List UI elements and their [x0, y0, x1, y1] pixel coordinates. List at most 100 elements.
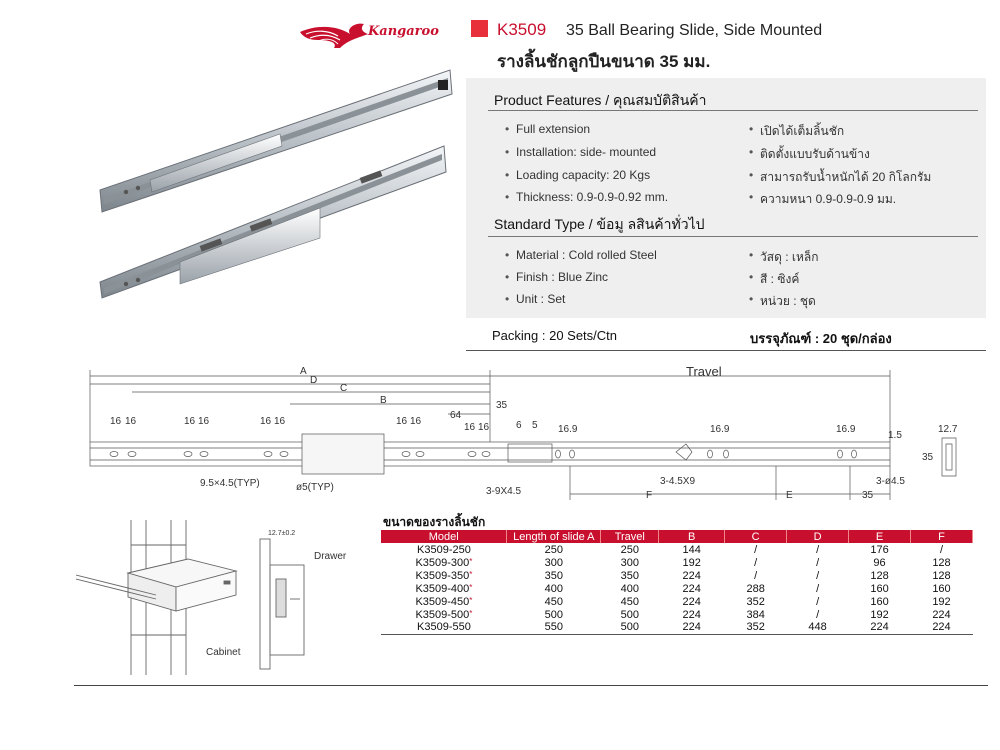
- cell-f: /: [939, 543, 944, 556]
- cell-length: 300: [544, 556, 564, 569]
- model-code: K3509: [497, 20, 547, 39]
- cell-c: /: [754, 543, 758, 556]
- technical-drawing: Travel A D C B 35 64 16 16 16 16 16 16 1…: [89, 364, 958, 501]
- model-title-thai: รางลิ้นชักลูกปืนขนาด 35 มม.: [497, 52, 711, 71]
- cell-d: /: [816, 556, 820, 569]
- dim-64: 64: [450, 410, 462, 421]
- dim-16: 16: [410, 416, 422, 427]
- table-row: K3509-350* 350 350 224 / / 128 128: [381, 569, 973, 582]
- col-header: D: [786, 530, 850, 543]
- cell-b: 192: [682, 556, 701, 569]
- dim-c: C: [340, 383, 347, 394]
- cell-b: 224: [658, 621, 725, 635]
- col-header: Model: [381, 530, 508, 543]
- dim-a: A: [300, 366, 307, 377]
- cell-travel: 450: [620, 595, 639, 608]
- model-title: 35 Ball Bearing Slide, Side Mounted: [566, 22, 823, 39]
- cell-f: 160: [932, 582, 951, 595]
- upper-slide: [99, 69, 453, 213]
- size-table: Model Length of slide A Travel B C D E F…: [381, 530, 973, 635]
- cell-travel: 500: [600, 621, 659, 635]
- cell-f: 192: [932, 595, 951, 608]
- cell-length: 500: [544, 608, 564, 621]
- standard-item: Finish : Blue Zinc: [505, 270, 608, 284]
- cell-d: /: [816, 582, 820, 595]
- dim-slot-4: 3-ø4.5: [876, 476, 905, 487]
- gap-label: 12.7±0.2: [268, 530, 295, 537]
- cell-travel: 500: [620, 608, 639, 621]
- cell-model: K3509-250: [417, 543, 471, 556]
- cell-length: 350: [544, 569, 564, 582]
- cell-e: 96: [873, 556, 886, 569]
- feature-item-thai: สามารถรับน้ำหนักได้ 20 กิโลกรัม: [749, 168, 931, 187]
- table-row: K3509-250 250 250 144 / / 176 /: [381, 543, 973, 556]
- cell-e: 160: [870, 595, 889, 608]
- table-header-row: Model Length of slide A Travel B C D E F: [381, 530, 973, 543]
- feature-item-thai: ติดตั้งแบบรับด้านข้าง: [749, 145, 870, 164]
- cell-b: 224: [682, 569, 701, 582]
- cell-c: 352: [724, 621, 787, 635]
- cell-b: 224: [682, 608, 701, 621]
- dim-16: 16: [464, 422, 476, 433]
- divider: [466, 350, 986, 351]
- dim-35-bottom: 35: [862, 490, 874, 501]
- cell-e: 192: [870, 608, 889, 621]
- packing-info: Packing : 20 Sets/Ctn: [492, 328, 618, 343]
- feature-item: Full extension: [505, 122, 590, 136]
- dim-slot: 9.5×4.5(TYP): [200, 478, 260, 489]
- standard-item-thai: หน่วย : ชุด: [749, 292, 816, 311]
- dim-12-7: 12.7: [938, 424, 958, 435]
- dim-16-9: 16.9: [558, 424, 578, 435]
- dim-slot-2: 3-9X4.5: [486, 486, 521, 497]
- table-row: K3509-450* 450 450 224 352 / 160 192: [381, 595, 973, 608]
- feature-panel: Product Features / คุณสมบัติสินค้า Full …: [466, 78, 986, 318]
- size-table-title: ขนาดของรางลิ้นชัก: [383, 515, 486, 529]
- standard-item-thai: สี : ซิงค์: [749, 270, 799, 289]
- dim-f: F: [646, 490, 652, 501]
- table-row: K3509-500* 500 500 224 384 / 192 224: [381, 608, 973, 621]
- cell-e: 160: [870, 582, 889, 595]
- slide-product-image: [99, 69, 453, 299]
- divider: [74, 685, 988, 686]
- feature-item-thai: ความหนา 0.9-0.9-0.9 มม.: [749, 190, 896, 209]
- cell-travel: 300: [620, 556, 639, 569]
- dim-1-5: 1.5: [888, 430, 902, 441]
- kangaroo-logo-icon: [300, 23, 368, 48]
- cell-length: 400: [544, 582, 564, 595]
- model-marker-icon: [471, 20, 488, 37]
- cell-length: 550: [506, 621, 601, 635]
- cell-model: K3509-450*: [415, 595, 473, 608]
- dim-16: 16: [478, 422, 490, 433]
- cell-length: 250: [544, 543, 564, 556]
- dim-16: 16: [125, 416, 137, 427]
- cell-f: 224: [910, 621, 973, 635]
- cell-model: K3509-550: [381, 621, 507, 635]
- col-header: C: [724, 530, 788, 543]
- cell-e: 128: [870, 569, 889, 582]
- cell-d: /: [816, 608, 820, 621]
- cell-c: 288: [746, 582, 765, 595]
- feature-item-thai: เปิดได้เต็มลิ้นชัก: [749, 122, 844, 141]
- cell-b: 224: [682, 595, 701, 608]
- dim-hole: ø5(TYP): [296, 482, 334, 493]
- standard-item-thai: วัสดุ : เหล็ก: [749, 248, 818, 267]
- cell-length: 450: [544, 595, 564, 608]
- lower-slide: [99, 145, 447, 299]
- cell-b: 224: [682, 582, 701, 595]
- standard-type-title: Standard Type / ข้อมู ลสินค้าทั่วไป: [494, 216, 705, 232]
- cell-c: 384: [746, 608, 765, 621]
- dim-slot-3: 3-4.5X9: [660, 476, 695, 487]
- cell-travel: 400: [620, 582, 639, 595]
- dim-16: 16: [396, 416, 408, 427]
- packing-info-thai: บรรจุภัณฑ์ : 20 ชุด/กล่อง: [750, 331, 892, 346]
- brand-name: Kangaroo: [368, 24, 439, 39]
- dim-16: 16: [260, 416, 272, 427]
- dim-6: 6: [516, 420, 522, 431]
- cell-model: K3509-500*: [415, 608, 473, 621]
- cell-e: 176: [870, 543, 889, 556]
- divider: [488, 110, 978, 111]
- drawer-label: Drawer: [314, 551, 347, 562]
- feature-item: Loading capacity: 20 Kgs: [505, 168, 650, 182]
- cabinet-illustration: 12.7±0.2 Drawer Cabinet: [76, 520, 347, 675]
- cell-c: 352: [746, 595, 765, 608]
